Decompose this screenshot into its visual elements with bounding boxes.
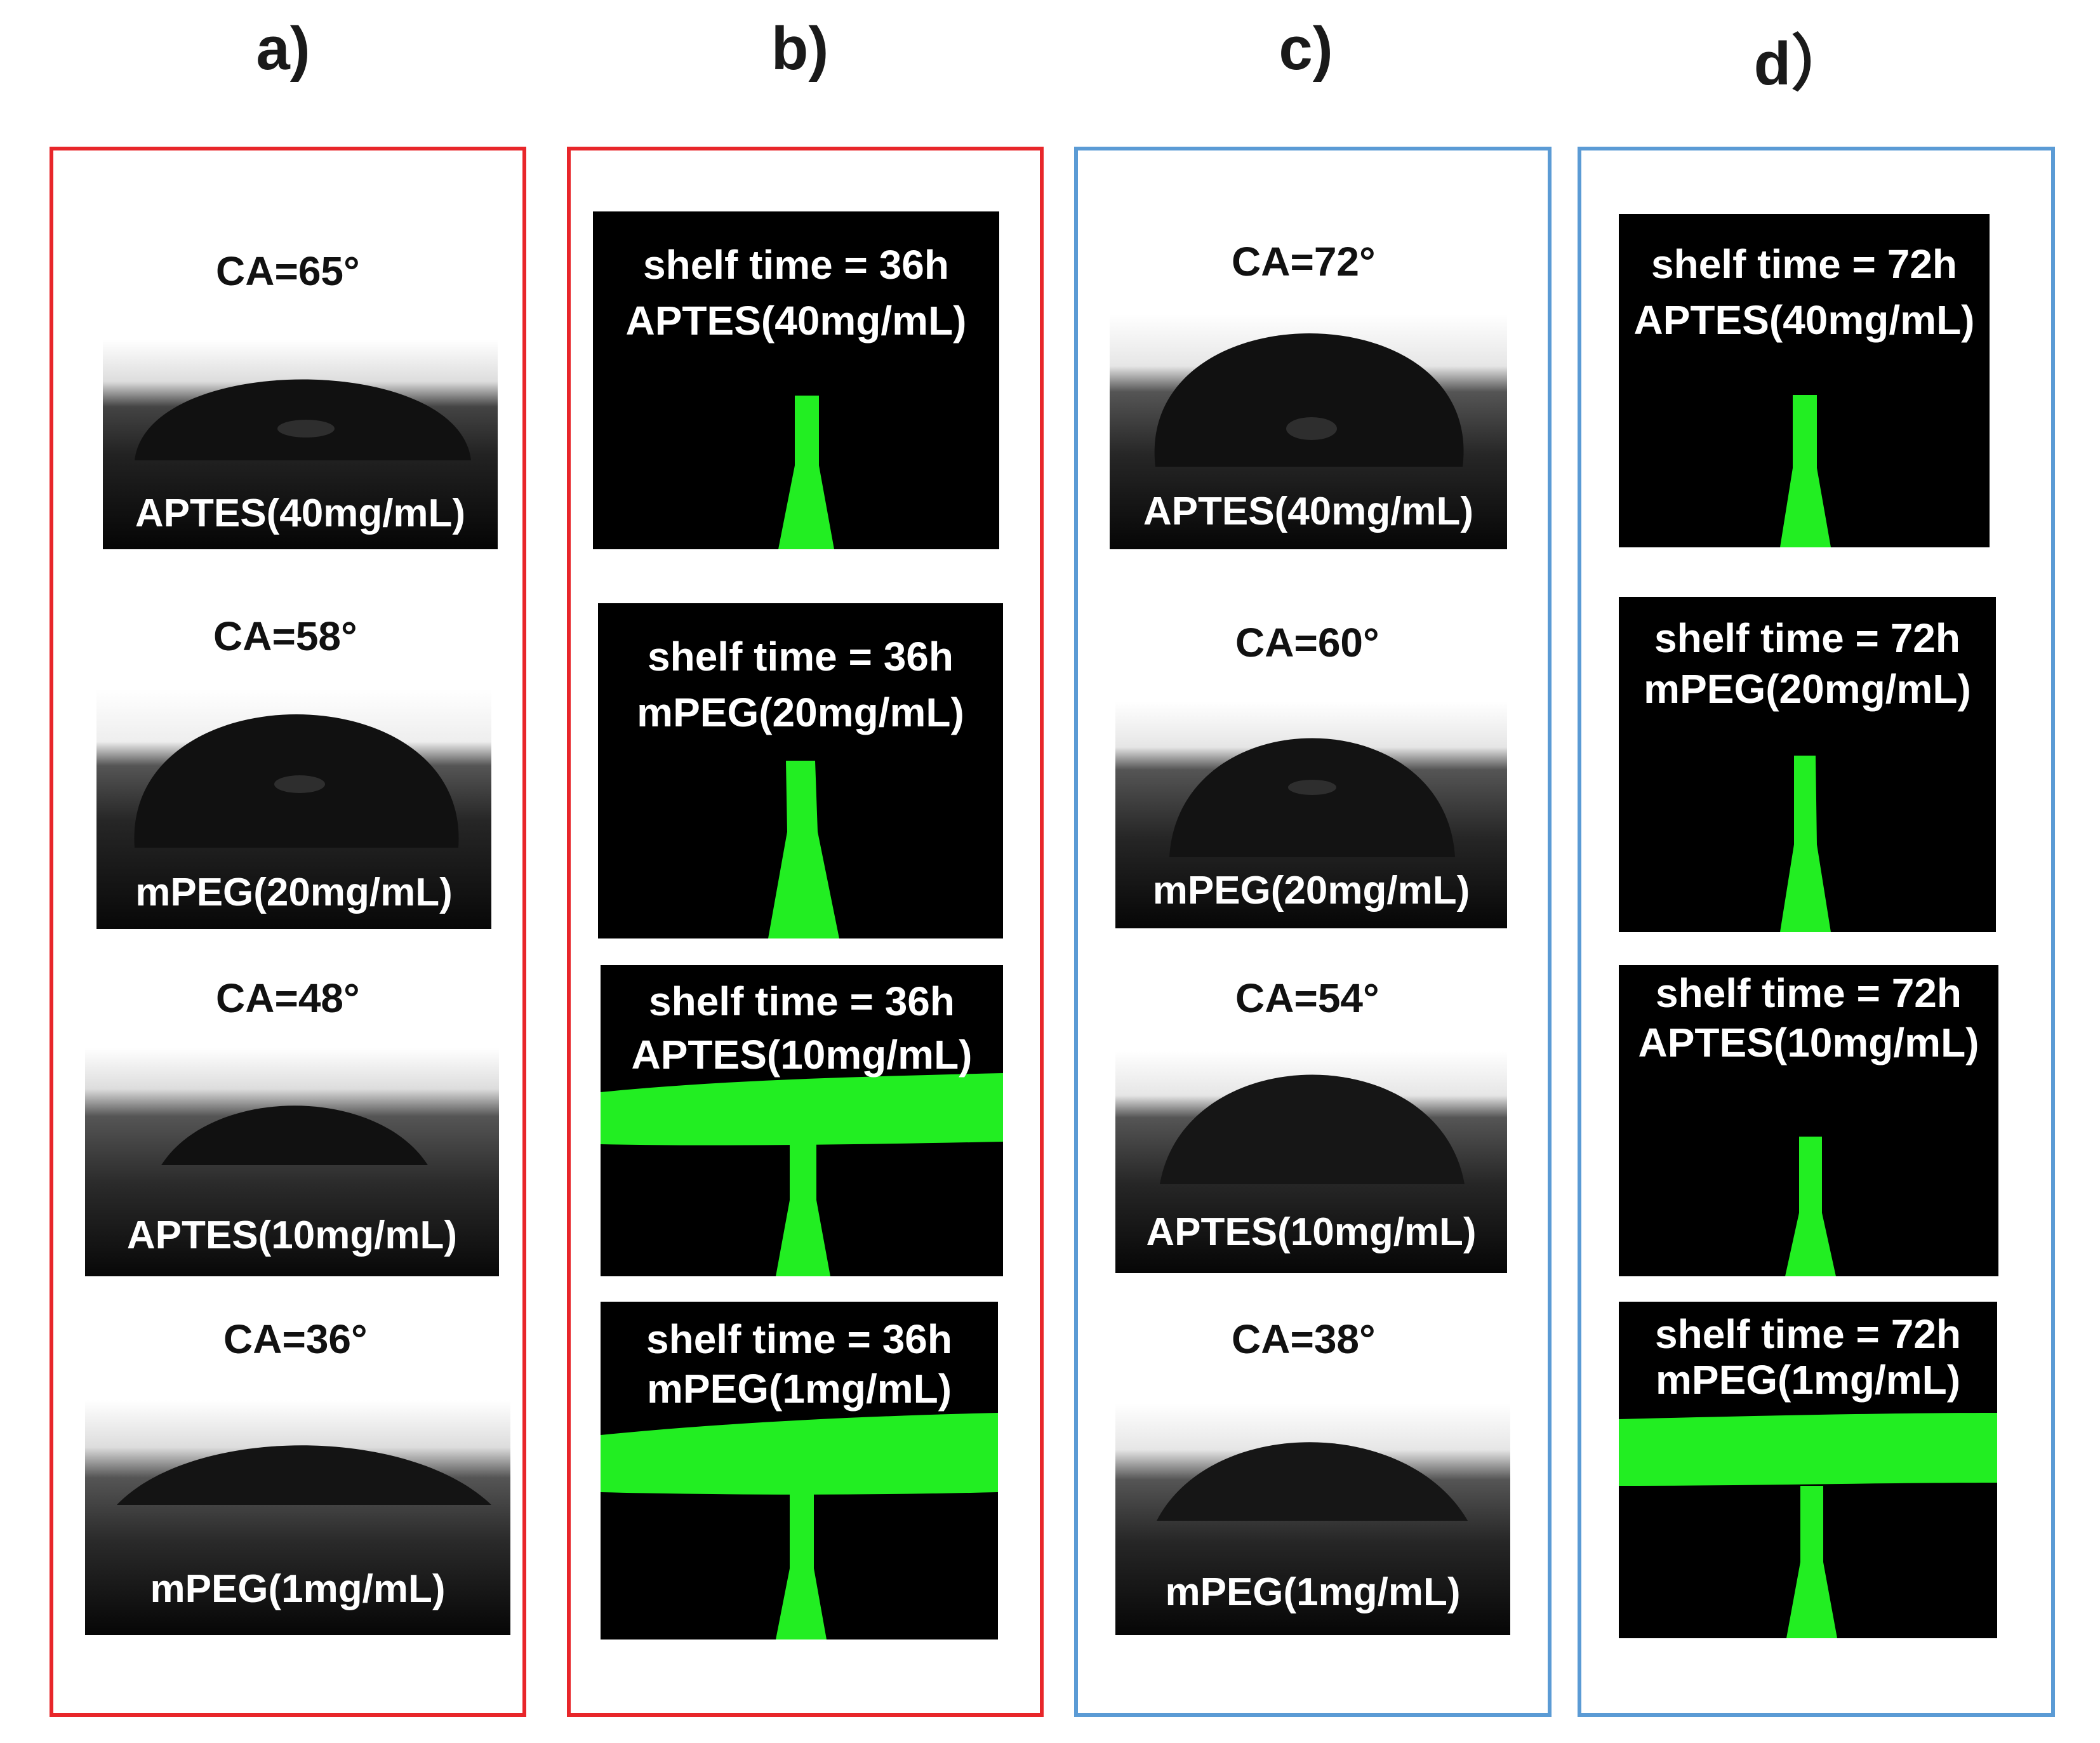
sample-label: APTES(10mg/mL) <box>1146 1210 1477 1254</box>
panel-frame-d <box>1578 147 2055 1717</box>
droplet-drawing <box>85 1048 499 1276</box>
panel-title-c: c) <box>1279 15 1333 83</box>
sample-label: mPEG(20mg/mL) <box>135 871 453 914</box>
droplet-drawing <box>103 340 498 549</box>
droplet-image: mPEG(1mg/mL) <box>1115 1403 1510 1635</box>
droplet-drawing <box>1115 1051 1507 1273</box>
droplet-drawing <box>96 689 491 929</box>
sample-label: APTES(10mg/mL) <box>126 1213 458 1257</box>
panel-frame-a <box>50 147 526 1717</box>
channel-drawing <box>601 1413 998 1639</box>
contact-angle-label: CA=38° <box>1232 1316 1376 1362</box>
droplet-image: APTES(10mg/mL) <box>85 1048 499 1276</box>
panel-title-b: b) <box>771 15 829 83</box>
droplet-image: APTES(40mg/mL) <box>103 340 498 549</box>
channel-drawing <box>1785 1137 1836 1276</box>
droplet-drawing <box>1115 702 1507 928</box>
sample-label: APTES(40mg/mL) <box>135 491 466 535</box>
channel-drawing <box>1780 395 1831 547</box>
sample-label: APTES(40mg/mL) <box>1143 490 1474 533</box>
contact-angle-label: CA=72° <box>1232 239 1376 284</box>
panel-title-a: a) <box>256 15 310 83</box>
channel-drawing <box>601 1073 1003 1276</box>
channel-drawing <box>768 761 839 938</box>
contact-angle-label: CA=48° <box>216 975 360 1021</box>
droplet-image: mPEG(1mg/mL) <box>85 1400 510 1635</box>
panel-frame-c <box>1074 147 1552 1717</box>
droplet-drawing <box>1110 314 1507 549</box>
contact-angle-label: CA=54° <box>1235 975 1379 1021</box>
channel-drawing <box>778 396 834 549</box>
panel-frame-b <box>567 147 1044 1717</box>
droplet-image: mPEG(20mg/mL) <box>1115 702 1507 928</box>
panel-title-d: d） <box>1753 30 1852 98</box>
contact-angle-label: CA=60° <box>1235 620 1379 665</box>
contact-angle-label: CA=58° <box>213 613 357 659</box>
contact-angle-label: CA=65° <box>216 248 360 294</box>
droplet-image: APTES(40mg/mL) <box>1110 314 1507 549</box>
droplet-drawing <box>85 1400 510 1635</box>
sample-label: mPEG(1mg/mL) <box>1165 1570 1461 1614</box>
contact-angle-label: CA=36° <box>223 1316 368 1362</box>
droplet-image: mPEG(20mg/mL) <box>96 689 491 929</box>
channel-drawing <box>1780 756 1831 932</box>
channel-drawing <box>1619 1413 1997 1638</box>
sample-label: mPEG(20mg/mL) <box>1152 869 1470 912</box>
droplet-image: APTES(10mg/mL) <box>1115 1051 1507 1273</box>
droplet-drawing <box>1115 1403 1510 1635</box>
sample-label: mPEG(1mg/mL) <box>150 1567 446 1611</box>
